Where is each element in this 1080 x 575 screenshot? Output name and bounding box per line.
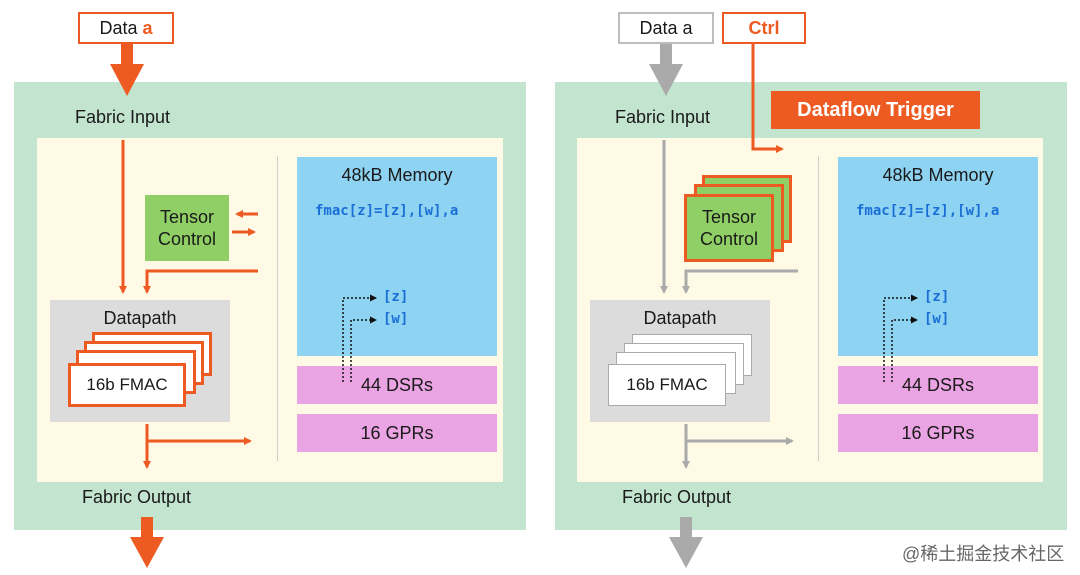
left-datapath-title: Datapath: [103, 308, 177, 328]
right-fmac: 16b FMAC: [608, 364, 726, 406]
left-fmac: 16b FMAC: [68, 363, 186, 407]
left-fmac-label: 16b FMAC: [86, 375, 168, 394]
left-gprs: 16 GPRs: [297, 414, 497, 452]
left-tensor-line1: Tensor: [159, 207, 215, 227]
right-ctrl-trigger-line: [751, 44, 784, 153]
right-divider: [818, 156, 819, 461]
right-memory-title: 48kB Memory: [882, 165, 994, 185]
right-data-a-tag: Data a: [618, 12, 714, 44]
right-flow-lines: [660, 140, 798, 469]
right-fabric-output-label: Fabric Output: [622, 487, 732, 507]
watermark: @稀土掘金技术社区: [902, 544, 1065, 564]
right-memory-w: [w]: [924, 311, 950, 327]
left-fabric-input-label: Fabric Input: [75, 107, 171, 127]
dataflow-trigger-banner: Dataflow Trigger: [771, 91, 980, 129]
left-input-arrow: [110, 44, 144, 96]
left-memory-w: [w]: [383, 311, 409, 327]
left-flow-lines: [119, 140, 258, 469]
left-divider: [277, 156, 278, 461]
right-data-label: Data: [639, 18, 683, 38]
left-memory-z: [z]: [383, 289, 409, 305]
right-memory-code: fmac[z]=[z],[w],a: [856, 203, 1000, 219]
right-dsrs: 44 DSRs: [838, 366, 1038, 404]
right-fmac-label: 16b FMAC: [626, 375, 708, 394]
right-fabric-input-label: Fabric Input: [615, 107, 711, 127]
left-memory-title: 48kB Memory: [341, 165, 453, 185]
right-ctrl-tag: Ctrl: [722, 12, 806, 44]
right-output-arrow: [669, 517, 703, 568]
left-dsr-pointers: [342, 294, 377, 382]
left-output-arrow: [130, 517, 164, 568]
right-tensor-line1: Tensor: [701, 207, 757, 227]
right-data-suffix: a: [682, 18, 693, 38]
left-tensor-line2: Control: [157, 229, 217, 249]
left-data-a-tag: Data a: [78, 12, 174, 44]
left-fabric-output-label: Fabric Output: [82, 487, 192, 507]
left-dsrs: 44 DSRs: [297, 366, 497, 404]
right-tensor-line2: Control: [699, 229, 759, 249]
right-memory: 48kB Memory fmac[z]=[z],[w],a [z] [w]: [838, 157, 1038, 356]
right-ctrl-label: Ctrl: [748, 18, 780, 38]
right-gprs: 16 GPRs: [838, 414, 1038, 452]
left-memory: 48kB Memory fmac[z]=[z],[w],a [z] [w]: [297, 157, 497, 356]
left-memory-code: fmac[z]=[z],[w],a: [315, 203, 459, 219]
right-dsr-pointers: [883, 294, 918, 382]
right-input-arrow: [649, 44, 683, 96]
right-memory-z: [z]: [924, 289, 950, 305]
left-data-label: Data: [99, 18, 143, 38]
left-data-suffix: a: [142, 18, 153, 38]
right-datapath-title: Datapath: [643, 308, 717, 328]
